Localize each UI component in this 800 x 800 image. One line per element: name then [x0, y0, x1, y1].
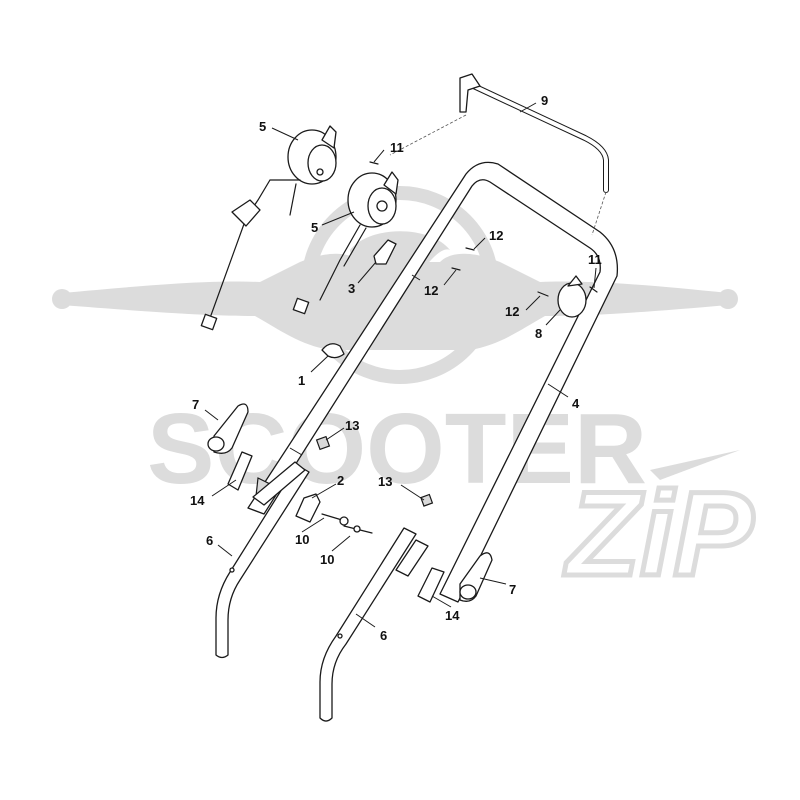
part-10-lower-bolt [343, 525, 373, 534]
callout-7-right: 7 [509, 582, 516, 597]
callout-2: 2 [337, 473, 344, 488]
leader-lines [204, 102, 597, 628]
callout-8: 8 [535, 326, 542, 341]
callout-12-middle: 12 [424, 283, 438, 298]
part-10-upper-bolt [321, 513, 349, 526]
watermark-script-text: ZiP [564, 467, 755, 601]
part-12-middle-pin [451, 267, 461, 271]
callout-3: 3 [348, 281, 355, 296]
part-1-clamp [321, 343, 345, 359]
callout-10-upper: 10 [295, 532, 309, 547]
part-14-right-spacer [417, 567, 445, 603]
part-12-upper-pin [465, 247, 475, 251]
callout-13-upper: 13 [345, 418, 359, 433]
part-14-left-spacer [227, 451, 253, 491]
callout-12-right: 12 [505, 304, 519, 319]
callout-13-lower: 13 [378, 474, 392, 489]
part-6-right-lower-handle [319, 527, 429, 722]
callout-10-lower: 10 [320, 552, 334, 567]
callout-9: 9 [541, 93, 548, 108]
part-2-bracket [295, 493, 321, 523]
callout-11-right: 11 [588, 252, 602, 267]
callout-11-left: 11 [390, 140, 404, 155]
part-5-cable-reel-upper [200, 125, 337, 331]
callout-6-right: 6 [380, 628, 387, 643]
callout-1: 1 [298, 373, 305, 388]
callout-5-upper: 5 [259, 119, 266, 134]
part-8-switch-knob [557, 275, 587, 318]
callout-14-right: 14 [445, 608, 460, 623]
callout-14-left: 14 [190, 493, 205, 508]
part-6-left-lower-handle [215, 461, 310, 659]
callout-4: 4 [572, 396, 580, 411]
callout-6-left: 6 [206, 533, 213, 548]
part-5-cable-reel-lower [292, 171, 399, 315]
part-13-lower-nut [420, 493, 434, 507]
part-4-upper-handle [247, 161, 619, 603]
watermark-swoosh [650, 450, 740, 480]
part-9-bail-bar [389, 73, 609, 236]
callout-labels: 5 5 11 9 12 12 3 1 11 12 8 4 7 13 14 2 1… [190, 93, 602, 643]
callout-5-lower: 5 [311, 220, 318, 235]
part-12-right-pin [537, 291, 549, 297]
part-11-right-screw [589, 286, 598, 293]
part-11-left-screw [369, 161, 379, 165]
callout-7-left: 7 [192, 397, 199, 412]
part-7-left-knob [207, 403, 249, 454]
part-7-right-knob [459, 552, 493, 602]
callout-12-upper: 12 [489, 228, 503, 243]
